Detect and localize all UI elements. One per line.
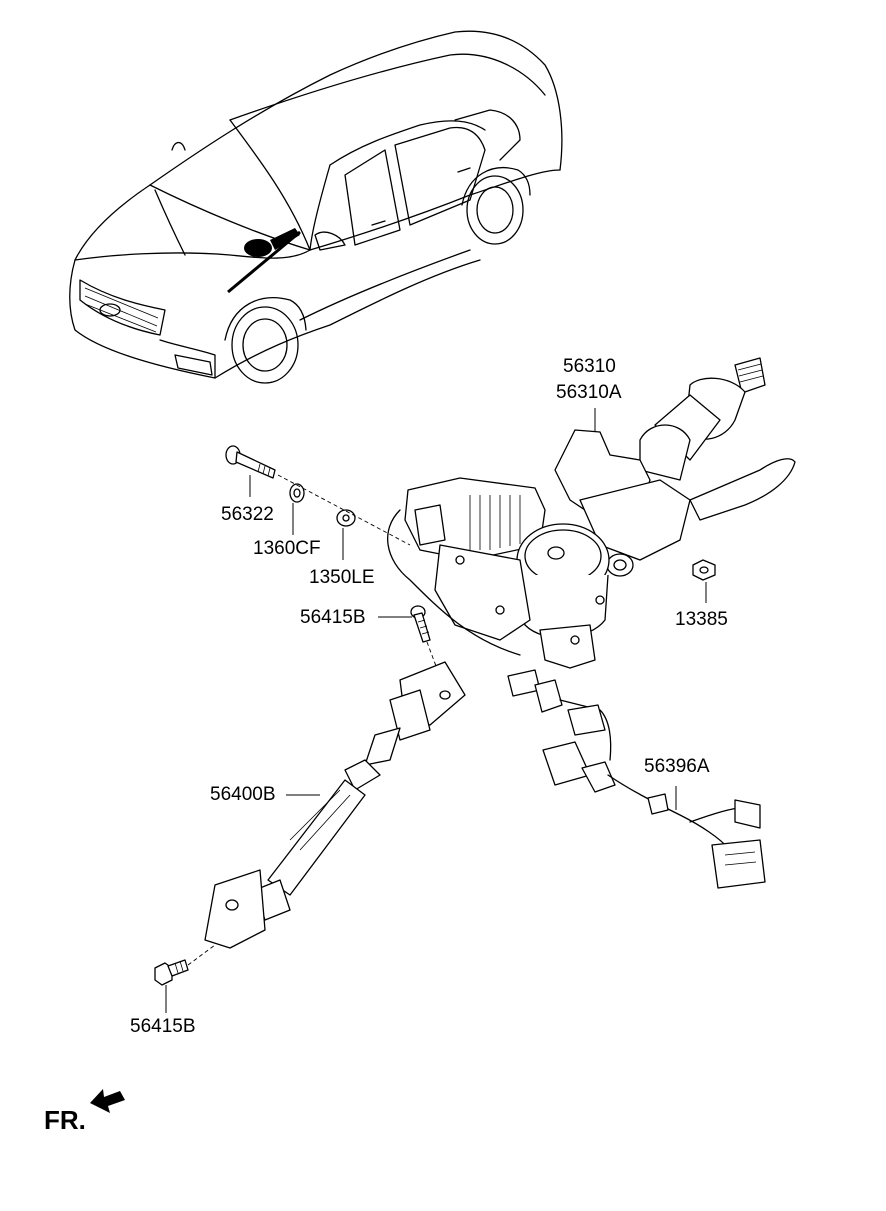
bolt-56415B-top [410, 605, 431, 643]
front-direction-label: FR. [44, 1105, 86, 1135]
label-56322[interactable]: 56322 [221, 504, 274, 525]
washer-1350LE [336, 509, 356, 527]
label-56400B[interactable]: 56400B [210, 784, 276, 805]
label-56310[interactable]: 56310 [563, 356, 616, 377]
label-1350LE[interactable]: 1350LE [309, 567, 375, 588]
arrow-left-down-icon [90, 1089, 125, 1113]
leader-lines [165, 408, 707, 1013]
label-13385[interactable]: 13385 [675, 609, 728, 630]
wiring-harness-56396A [507, 669, 766, 889]
car-illustration [69, 30, 563, 384]
label-56310A[interactable]: 56310A [556, 382, 622, 403]
intermediate-shaft-56400B [204, 661, 466, 949]
label-56415B-bottom[interactable]: 56415B [130, 1016, 196, 1037]
label-56415B-top[interactable]: 56415B [300, 607, 366, 628]
bolt-56415B-bottom [154, 959, 189, 986]
bolt-56322 [225, 445, 276, 479]
clip-1360CF [289, 483, 305, 503]
steering-column-assembly [387, 357, 796, 669]
label-1360CF[interactable]: 1360CF [253, 538, 321, 559]
label-56396A[interactable]: 56396A [644, 756, 710, 777]
